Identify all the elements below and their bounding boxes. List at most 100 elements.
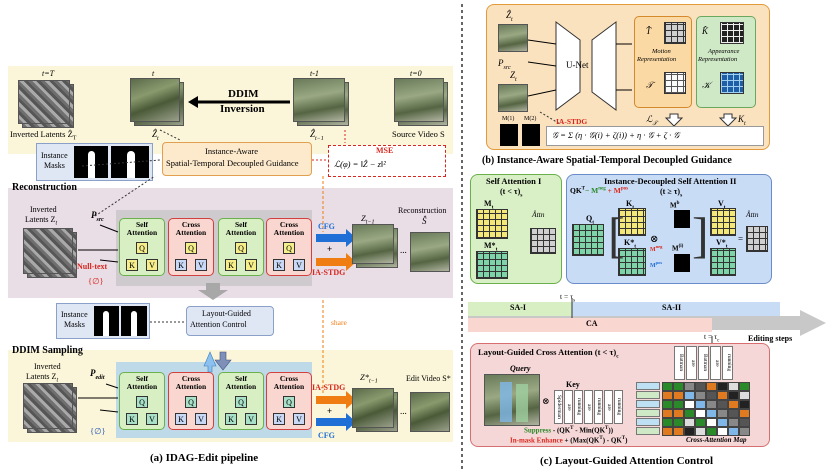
map-token: Batman xyxy=(698,346,709,380)
sa2-formula: QKT− Mneg + Mpos xyxy=(570,186,629,195)
recon-k-2: K xyxy=(175,259,187,271)
sa2-mi-mask xyxy=(674,254,690,272)
attention-map-cell xyxy=(673,427,684,436)
recon-v-3: V xyxy=(245,259,257,271)
sa1-cube-top xyxy=(476,209,508,239)
b-mask-2 xyxy=(522,124,540,146)
ddim-inversion-line1: DDIM xyxy=(228,88,259,100)
recon-q-2: Q xyxy=(185,242,197,254)
attention-map-cell xyxy=(662,400,673,409)
recon-v-1: V xyxy=(146,259,158,271)
layout-guided-l2: Attention Control xyxy=(190,320,247,329)
attention-map-cell xyxy=(728,427,739,436)
mse-box xyxy=(328,145,446,177)
key-token: are xyxy=(584,390,593,424)
ddim-inversion-line2: Inversion xyxy=(220,103,265,115)
sa2-attn-hat: Âttn xyxy=(746,210,759,219)
samp-v-4: V xyxy=(293,413,305,425)
recon-k-4: K xyxy=(273,259,285,271)
samp-k-3: K xyxy=(225,413,237,425)
key-token: running xyxy=(574,390,583,424)
sa2-q-cube xyxy=(572,224,604,256)
map-row-token xyxy=(636,427,660,435)
sa2-cond: (t ≥ τ)s xyxy=(660,187,683,199)
caption-b: (b) Instance-Aware Spatial-Temporal Deco… xyxy=(482,155,732,166)
inverted-zstar-l2: Latents Zt xyxy=(26,372,59,384)
attention-map-cell xyxy=(673,409,684,418)
sa2-mb-mask xyxy=(674,210,690,228)
samp-v-2: V xyxy=(195,413,207,425)
key-token: are xyxy=(604,390,613,424)
z-t1-label: Zt−1 xyxy=(361,213,375,226)
inverted-latents-z-l2: Latents Zt xyxy=(25,215,58,227)
time-label-T: t=T xyxy=(42,69,55,78)
b-z: Zt xyxy=(510,70,517,83)
recon-v-2: V xyxy=(195,259,207,271)
sampling-noise-frame-2 xyxy=(23,383,73,429)
instance-masks-mid-l1: Instance xyxy=(61,310,88,319)
attention-map-cell xyxy=(695,427,706,436)
attention-map-cell xyxy=(695,409,706,418)
sampling-null-set: {∅} xyxy=(90,426,106,436)
attention-map-cell xyxy=(728,409,739,418)
sa2-bracket-close: ] xyxy=(692,207,709,263)
map-row-token xyxy=(636,418,660,426)
attention-map-cell xyxy=(706,391,717,400)
attention-map-cell xyxy=(684,382,695,391)
samp-ia-stdg-label: IA-STDG xyxy=(312,383,346,392)
samp-k-2: K xyxy=(175,413,187,425)
sa2-k-star-cube xyxy=(618,248,646,276)
c-otimes: ⊗ xyxy=(542,396,550,406)
recon-noise-frame-2 xyxy=(23,228,73,274)
attention-map-cell xyxy=(706,418,717,427)
attention-map-cell xyxy=(717,427,728,436)
attention-map-cell xyxy=(739,418,750,427)
attention-map-cell xyxy=(706,409,717,418)
time-label-t: t xyxy=(152,69,155,78)
sa1-mt-star: M*t xyxy=(484,241,498,253)
z-hat-t1-label: Ẑt−1 xyxy=(310,129,324,142)
sa2-mb: Mb xyxy=(670,201,680,210)
sa1-result-cube xyxy=(530,228,556,254)
inverted-latents-top-label: Inverted Latents ẐT xyxy=(10,129,77,142)
motion-cube-bottom xyxy=(664,72,686,94)
sa1-cond: (t < τ)s xyxy=(500,187,523,199)
sa2-title: Instance-Decoupled Self Attention II xyxy=(604,176,737,186)
p-edit-label: Pedit xyxy=(90,368,105,381)
timeline-sa2-label: SA-II xyxy=(662,303,682,312)
top-strip-bg xyxy=(8,66,453,154)
z-star-t1-label: Z*t−1 xyxy=(360,372,378,385)
edit-video-label: Edit Video S* xyxy=(406,374,451,383)
attention-map-cell xyxy=(739,391,750,400)
t-hat-label: T̂ xyxy=(646,26,652,36)
c-cam-label: Cross-Attention Map xyxy=(686,436,747,444)
instance-masks-top-l2: Masks xyxy=(44,161,65,170)
samp-v-3: V xyxy=(245,413,257,425)
k-sym-label: 𝒦 xyxy=(702,80,711,90)
mask-silhouette-1 xyxy=(88,151,95,178)
timeline-tau-c: t = τc xyxy=(704,332,720,344)
attention-map-cell xyxy=(717,409,728,418)
attention-map-cell xyxy=(728,382,739,391)
attention-map-cell xyxy=(684,427,695,436)
attention-map-cell xyxy=(717,400,728,409)
attention-map-cell xyxy=(684,400,695,409)
b-z-frame xyxy=(498,84,528,112)
c-query-image xyxy=(484,374,540,426)
s-hat-label: Ŝ xyxy=(422,216,427,226)
attention-map-cell xyxy=(684,418,695,427)
samp-q-4: Q xyxy=(283,396,295,408)
timeline-ca-label: CA xyxy=(586,319,598,328)
sa2-vt: Vt xyxy=(718,199,726,211)
sa2-kt: Kt xyxy=(626,199,634,211)
b-formula: 𝒢 = Σ (η · 𝒢(i) + ζ(i)) + η · 𝒢 + ζ · 𝒢 xyxy=(552,130,680,140)
attention-map-cell xyxy=(706,400,717,409)
c-query-highlight-2 xyxy=(516,384,528,422)
caption-c: (c) Layout-Guided Attention Control xyxy=(540,455,714,467)
map-token: running xyxy=(722,346,733,380)
time-label-0: t=0 xyxy=(410,69,422,78)
sa1-mt: Mt xyxy=(484,199,494,211)
attention-map-cell xyxy=(673,391,684,400)
recon-q-4: Q xyxy=(283,242,295,254)
key-token: Spiderman xyxy=(554,390,563,424)
